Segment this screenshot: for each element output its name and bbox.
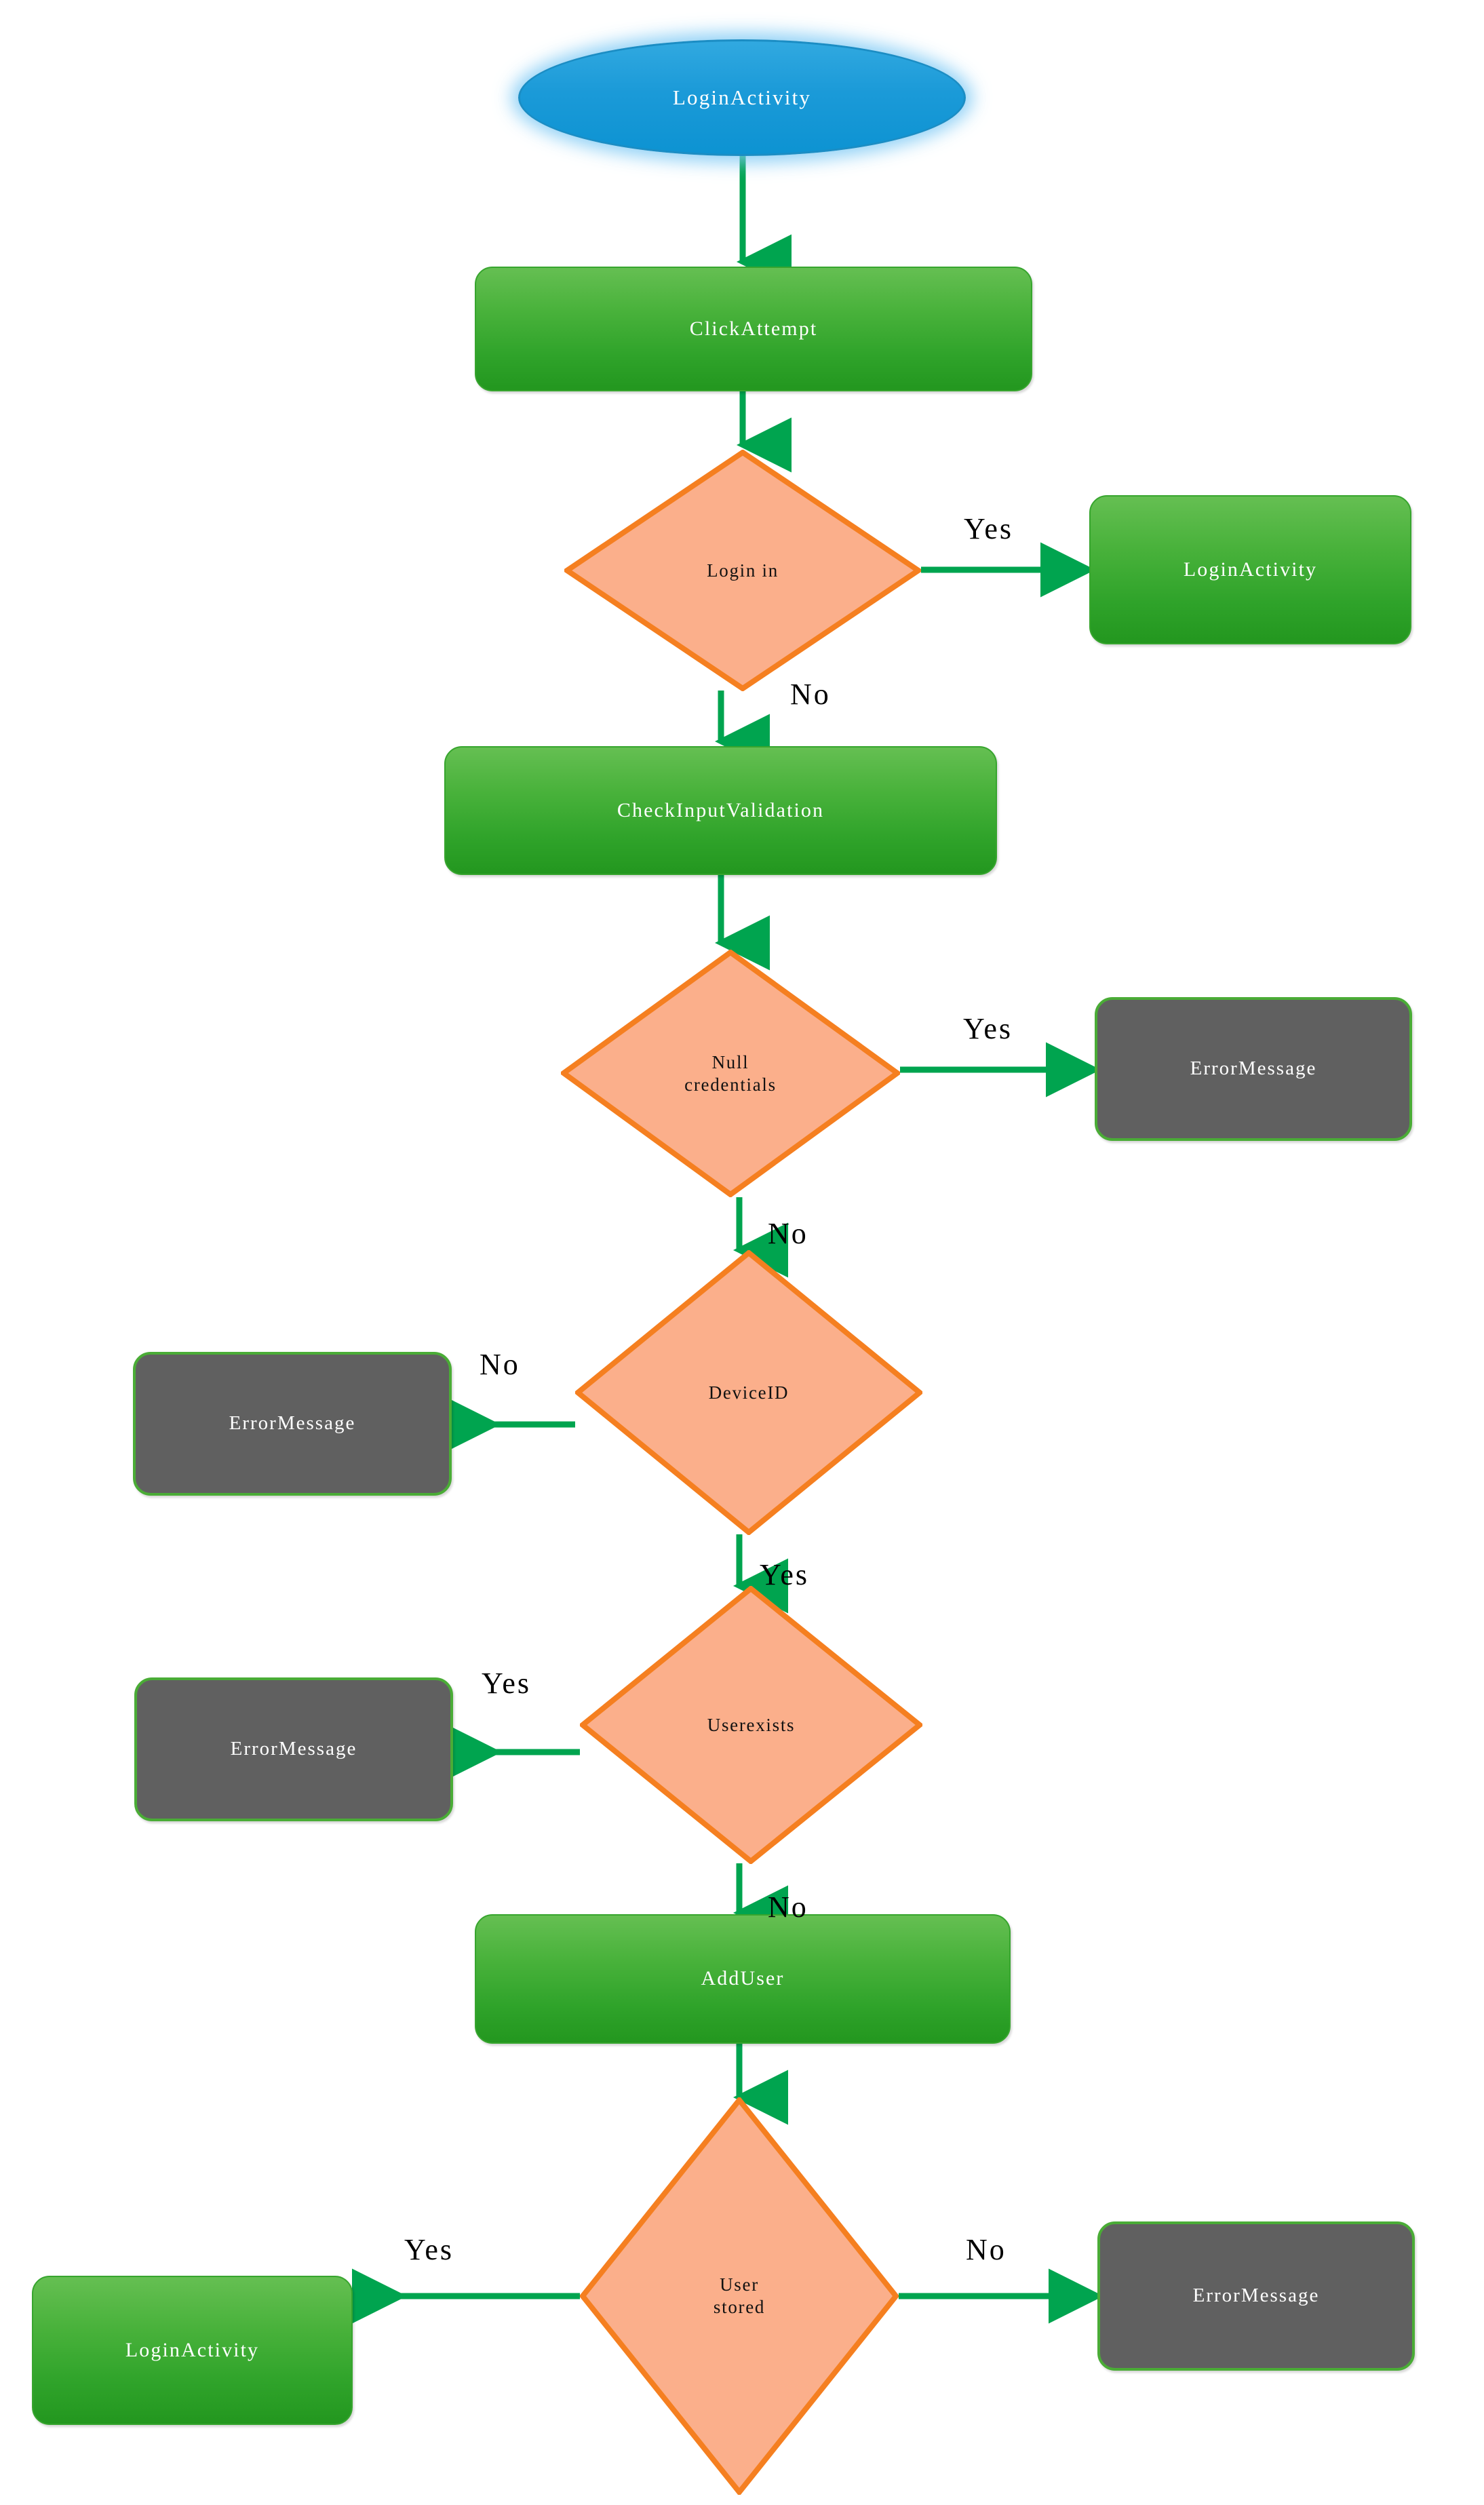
node-error-message-user-stored[interactable]: ErrorMessage (1097, 2221, 1415, 2371)
node-label: Null credentials (684, 1051, 777, 1095)
edge-label-no-user-exists: No (768, 1890, 808, 1924)
node-decision-login-in[interactable]: Login in (564, 450, 921, 691)
node-label: ClickAttempt (689, 317, 818, 340)
node-label: User stored (713, 2274, 766, 2317)
node-decision-device-id[interactable]: DeviceID (575, 1250, 922, 1535)
edge-label-yes-user-stored: Yes (404, 2233, 454, 2266)
node-check-input-validation[interactable]: CheckInputValidation (444, 746, 997, 875)
edge-label-yes-user-exists: Yes (482, 1667, 532, 1700)
node-decision-null-credentials[interactable]: Null credentials (561, 950, 900, 1197)
node-label: DeviceID (708, 1382, 789, 1403)
node-label: CheckInputValidation (617, 798, 825, 821)
node-label: ErrorMessage (1190, 1057, 1317, 1080)
node-decision-user-exists[interactable]: Userexists (580, 1586, 922, 1864)
node-decision-user-stored[interactable]: User stored (580, 2097, 899, 2495)
node-click-attempt[interactable]: ClickAttempt (475, 267, 1032, 391)
diamond-shape (561, 950, 900, 1197)
edge-label-no-user-stored: No (966, 2233, 1007, 2266)
node-label: AddUser (701, 1967, 785, 1990)
node-label: Login in (707, 560, 779, 581)
node-error-message-device-id[interactable]: ErrorMessage (133, 1352, 452, 1496)
diamond-shape (580, 1586, 922, 1864)
edge-label-no-null-credentials: No (768, 1217, 808, 1250)
edge-label-no-device-id: No (480, 1348, 520, 1381)
node-start-login-activity[interactable]: LoginActivity (518, 39, 966, 156)
edge-label-no-login-in: No (790, 678, 831, 711)
diamond-shape (580, 2097, 899, 2495)
node-label: LoginActivity (1183, 558, 1318, 581)
node-label: LoginActivity (672, 85, 812, 110)
edge-label-yes-device-id: Yes (760, 1558, 810, 1591)
diamond-shape (564, 450, 921, 691)
diamond-shape (575, 1250, 922, 1535)
node-add-user[interactable]: AddUser (475, 1914, 1011, 2044)
node-label: ErrorMessage (230, 1738, 357, 1760)
node-label: ErrorMessage (1192, 2285, 1320, 2307)
edge-label-yes-null-credentials: Yes (963, 1012, 1013, 1045)
node-label: ErrorMessage (229, 1412, 356, 1435)
node-error-message-null-credentials[interactable]: ErrorMessage (1095, 997, 1412, 1141)
node-login-activity-yes[interactable]: LoginActivity (1089, 495, 1411, 644)
node-login-activity-user-stored[interactable]: LoginActivity (32, 2276, 353, 2425)
node-error-message-user-exists[interactable]: ErrorMessage (134, 1677, 453, 1821)
node-label: LoginActivity (125, 2338, 260, 2361)
node-label: Userexists (707, 1714, 796, 1735)
edge-label-yes-login-in: Yes (964, 512, 1014, 545)
